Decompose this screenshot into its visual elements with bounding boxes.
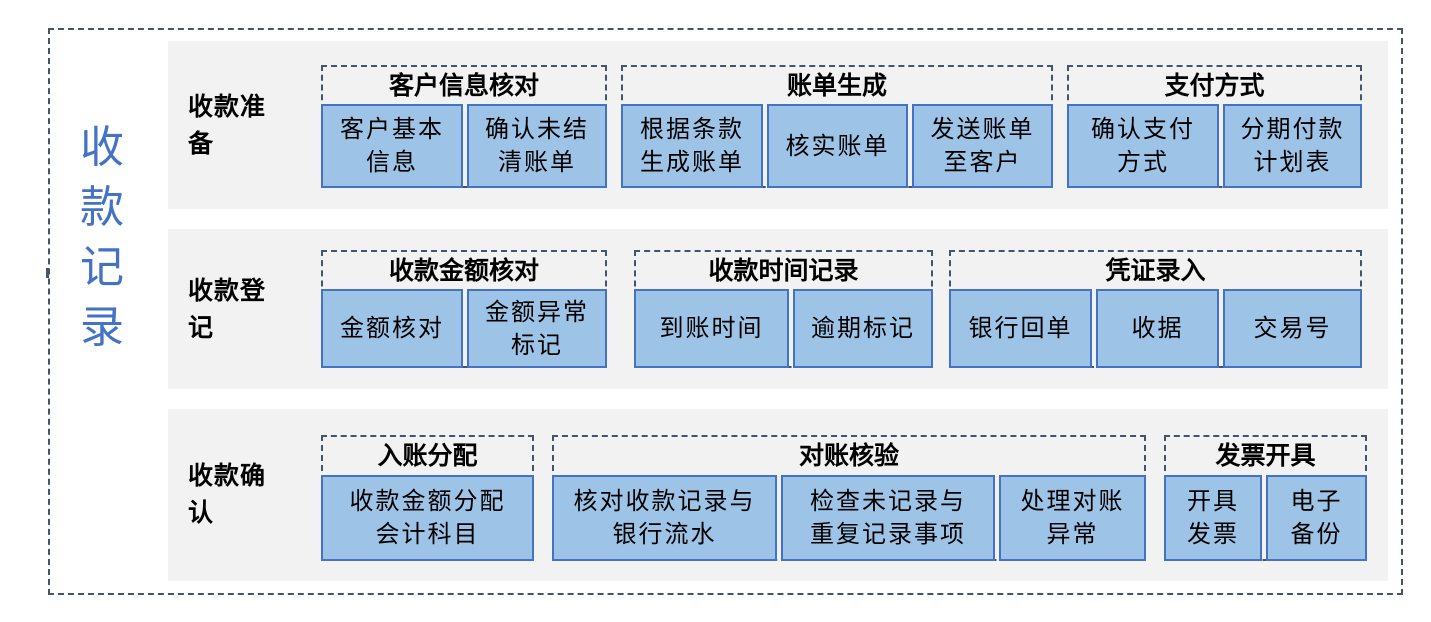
node-box: 核实账单 <box>767 104 908 188</box>
node-label: 确认支付 方式 <box>1091 115 1195 176</box>
node-box: 核对收款记录与 银行流水 <box>552 475 777 561</box>
group-title: 入账分配 <box>377 441 478 470</box>
node-box: 检查未记录与 重复记录事项 <box>781 475 995 561</box>
frame-tick <box>46 268 49 278</box>
node-label: 逾期标记 <box>811 314 915 342</box>
node-label: 检查未记录与 重复记录事项 <box>810 487 966 548</box>
node-label: 到账时间 <box>659 314 764 342</box>
node-label: 发送账单 至客户 <box>930 115 1035 176</box>
node-box: 金额核对 <box>321 289 463 368</box>
group-title: 支付方式 <box>1164 71 1265 100</box>
node-box: 交易号 <box>1223 289 1362 368</box>
node-box: 根据条款 生成账单 <box>621 104 763 188</box>
node-label: 处理对账 异常 <box>1020 487 1125 548</box>
node-box: 电子 备份 <box>1266 475 1367 561</box>
node-box: 分期付款 计划表 <box>1223 104 1362 188</box>
group-title: 客户信息核对 <box>388 71 539 100</box>
band-label-confirmation: 收款确认 <box>188 461 267 527</box>
node-label: 分期付款 计划表 <box>1240 115 1345 176</box>
node-box: 确认支付 方式 <box>1067 104 1219 188</box>
group-title: 凭证录入 <box>1105 256 1206 285</box>
node-label: 核对收款记录与 银行流水 <box>573 487 756 548</box>
group-title: 发票开具 <box>1215 441 1316 470</box>
node-label: 开具 发票 <box>1187 487 1239 548</box>
outer-dashed-frame <box>48 28 1403 595</box>
node-label: 电子 备份 <box>1290 487 1343 548</box>
node-label: 收据 <box>1131 314 1184 342</box>
node-label: 金额异常 标记 <box>485 297 589 359</box>
node-box: 收据 <box>1096 289 1219 368</box>
main-title: 收款记录 <box>80 122 124 353</box>
node-box: 银行回单 <box>949 289 1092 368</box>
node-box: 发送账单 至客户 <box>912 104 1053 188</box>
node-box: 确认未结 清账单 <box>467 104 607 188</box>
node-label: 交易号 <box>1253 314 1332 342</box>
node-box: 处理对账 异常 <box>999 475 1146 561</box>
group-title: 账单生成 <box>786 71 887 100</box>
node-box: 收款金额分配 会计科目 <box>321 475 534 561</box>
band-label-preparation: 收款准备 <box>188 92 267 158</box>
node-box: 客户基本 信息 <box>321 104 463 188</box>
node-label: 收款金额分配 会计科目 <box>349 487 506 548</box>
node-label: 确认未结 清账单 <box>485 115 589 176</box>
node-box: 开具 发票 <box>1164 475 1262 561</box>
node-label: 金额核对 <box>340 314 444 342</box>
node-label: 银行回单 <box>968 314 1073 342</box>
node-label: 根据条款 生成账单 <box>640 115 744 176</box>
node-label: 客户基本 信息 <box>340 115 444 176</box>
node-box: 逾期标记 <box>793 289 933 368</box>
node-box: 到账时间 <box>634 289 789 368</box>
group-title: 收款金额核对 <box>388 256 539 285</box>
group-title: 收款时间记录 <box>708 256 859 285</box>
node-box: 金额异常 标记 <box>467 289 607 368</box>
group-title: 对账核验 <box>798 441 899 470</box>
node-label: 核实账单 <box>785 131 890 160</box>
band-label-registration: 收款登记 <box>188 276 267 342</box>
